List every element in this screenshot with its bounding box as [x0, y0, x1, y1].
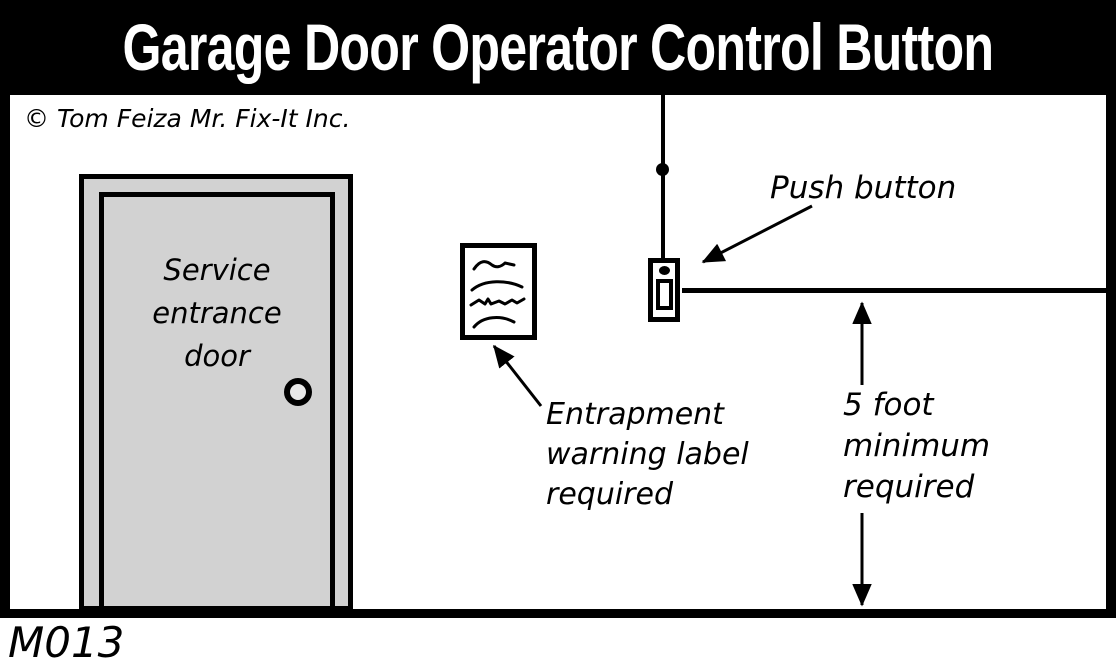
push-button-annotation: Push button — [770, 170, 957, 206]
page-title: Garage Door Operator Control Button — [122, 10, 994, 84]
door-label: Service entrance door — [104, 249, 330, 378]
door-knob-icon — [284, 378, 312, 406]
button-switch — [655, 279, 673, 310]
copyright-text: © Tom Feiza Mr. Fix-It Inc. — [24, 104, 351, 133]
door-label-line: entrance — [152, 296, 282, 330]
service-entrance-door: Service entrance door — [99, 192, 335, 611]
door-label-line: Service — [163, 253, 271, 287]
wire-junction-dot — [656, 163, 669, 176]
warning-label-arrow — [492, 344, 543, 407]
door-label-line: door — [184, 339, 250, 373]
frame-border-left — [0, 95, 10, 618]
floor-line — [0, 609, 1116, 618]
warning-label-scribbles-icon — [469, 260, 526, 329]
title-bar: Garage Door Operator Control Button — [0, 0, 1116, 95]
button-led-dot — [658, 266, 670, 275]
control-wire — [661, 95, 665, 258]
mounting-height-line — [682, 288, 1106, 293]
push-button-arrow — [701, 204, 813, 264]
figure-id: M013 — [8, 618, 125, 666]
push-button-icon — [648, 258, 680, 322]
entrapment-warning-label-icon — [460, 243, 537, 340]
frame-border-right — [1106, 95, 1116, 618]
